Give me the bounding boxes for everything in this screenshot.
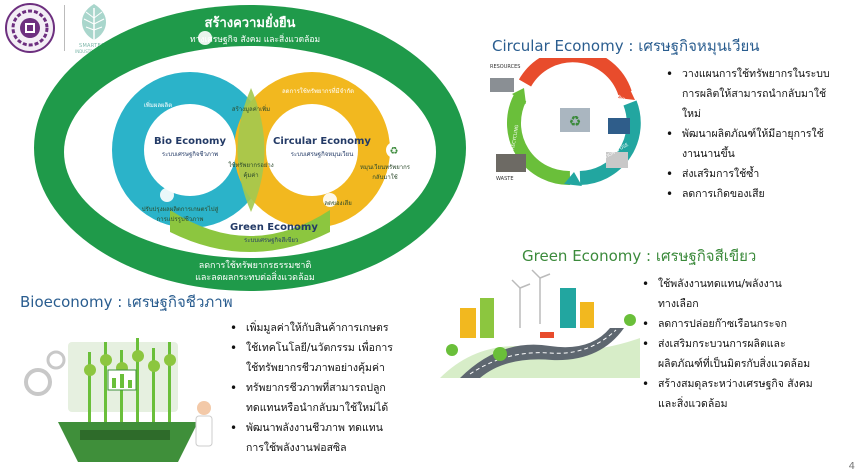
overlap-lens xyxy=(237,88,265,212)
people-icon xyxy=(198,31,212,45)
bio-bullet-1: เพิ่มมูลค่าให้กับสินค้าการเกษตร xyxy=(228,318,448,338)
diagram-title: สร้างความยั่งยืน xyxy=(204,16,296,31)
bio-center xyxy=(144,104,236,196)
sustainability-diagram: ♻ สร้างความยั่งยืน ทางเศรษฐกิจ สังคม และ… xyxy=(30,0,470,295)
label-recycling: RECYCLING xyxy=(510,124,520,151)
circular-economy-title: Circular Economy xyxy=(273,136,371,147)
green-economy-subtitle: ระบบเศรษฐกิจสีเขียว xyxy=(244,237,299,244)
leaf-icon xyxy=(81,4,107,40)
circular-bullet-1-line3: ใหม่ xyxy=(682,108,701,120)
label-waste: WASTE xyxy=(496,176,513,182)
green-bullet-4-line2: และสิ่งแวดล้อม xyxy=(658,398,728,410)
green-economy-arc xyxy=(170,210,330,252)
waste-icon xyxy=(323,193,337,207)
bio-section-title: Bioeconomy : เศรษฐกิจชีวภาพ xyxy=(20,293,233,311)
circular-bullet-3: ส่งเสริมการใช้ซ้ำ xyxy=(664,164,859,184)
green-bullet-2: ลดการปล่อยก๊าซเรือนกระจก xyxy=(640,314,850,334)
circular-bullet-2: พัฒนาผลิตภัณฑ์ให้มีอายุการใช้ xyxy=(664,124,859,144)
diagram-bottom-line1: ลดการใช้ทรัพยากรธรรมชาติ xyxy=(198,261,312,271)
green-economy-title: Green Economy xyxy=(230,222,318,233)
page-number: 4 xyxy=(848,461,855,472)
green-bullet-4: สร้างสมดุลระหว่างเศรษฐกิจ สังคม xyxy=(640,374,850,394)
circular-center xyxy=(266,104,358,196)
circular-bullets: วางแผนการใช้ทรัพยากรในระบบ การผลิตให้สาม… xyxy=(664,64,859,204)
bio-bullet-4-line2: การใช้พลังงานฟอสซิล xyxy=(246,442,347,454)
circular-bullet-1: วางแผนการใช้ทรัพยากรในระบบ xyxy=(664,64,859,84)
circular-section-title: Circular Economy : เศรษฐกิจหมุนเวียน xyxy=(492,37,760,55)
label-add-value: สร้างมูลค่าเพิ่ม xyxy=(231,106,271,113)
bio-economy-title: Bio Economy xyxy=(154,136,226,147)
bio-bullet-4: พัฒนาพลังงานชีวภาพ ทดแทน xyxy=(228,418,448,438)
bio-bullet-2: ใช้เทคโนโลยี/นวัตกรรม เพื่อการ xyxy=(228,338,448,358)
bio-bullets: เพิ่มมูลค่าให้กับสินค้าการเกษตร ใช้เทคโน… xyxy=(228,318,448,458)
green-bullet-1-line2: ทางเลือก xyxy=(658,298,699,310)
circular-economy-image: ♻ RESOURCES MANUFACTURING RECYCLING CONS… xyxy=(490,58,641,186)
bio-bullet-3: ทรัพยากรชีวภาพที่สามารถปลูก xyxy=(228,378,448,398)
green-economy-image xyxy=(440,269,640,378)
diagram-graphic: ♻ xyxy=(34,5,466,291)
diagram-subtitle: ทางเศรษฐกิจ สังคม และสิ่งแวดล้อม xyxy=(189,35,321,45)
label-increase-output: เพิ่มผลผลิต xyxy=(143,102,173,109)
organization-seal-logo xyxy=(5,3,55,53)
smarteco-name: SMARTECO xyxy=(78,43,110,49)
circular-bullet-1-line2: การผลิตให้สามารถนำกลับมาใช้ xyxy=(682,88,827,100)
label-reduce-limited: ลดการใช้ทรัพยากรที่มีจำกัด xyxy=(282,88,354,95)
bio-economy-subtitle: ระบบเศรษฐกิจชีวภาพ xyxy=(161,151,219,158)
green-bullet-3: ส่งเสริมกระบวนการผลิตและ xyxy=(640,334,850,354)
label-improve-agri: ปรับปรุงผลผลิตการเกษตรไปสู่การแปรรูปชีวภ… xyxy=(141,206,219,223)
circular-economy-subtitle: ระบบเศรษฐกิจหมุนเวียน xyxy=(290,151,354,158)
diagram-bottom-line2: และลดผลกระทบต่อสิ่งแวดล้อม xyxy=(195,273,315,283)
logo-divider xyxy=(64,5,65,51)
circular-bullet-4: ลดการเกิดของเสีย xyxy=(664,184,859,204)
green-bullet-1: ใช้พลังงานทดแทน/พลังงาน xyxy=(640,274,850,294)
green-bullet-3-line2: ผลิตภัณฑ์ที่เป็นมิตรกับสิ่งแวดล้อม xyxy=(658,358,811,370)
circular-bullet-2-line2: งานนานขึ้น xyxy=(682,148,735,160)
label-circulate: หมุนเวียนทรัพยากรกลับมาใช้ xyxy=(360,164,410,181)
svg-text:♻: ♻ xyxy=(569,114,582,130)
bioeconomy-image xyxy=(24,338,213,462)
label-reduce-waste: ลดของเสีย xyxy=(324,200,352,207)
label-use-resources: ใช้ทรัพยากรอย่างคุ้มค่า xyxy=(228,162,274,179)
plant-icon xyxy=(160,188,174,202)
green-section-title: Green Economy : เศรษฐกิจสีเขียว xyxy=(522,247,757,265)
green-bullets: ใช้พลังงานทดแทน/พลังงาน ทางเลือก ลดการปล… xyxy=(640,274,850,414)
recycle-icon xyxy=(386,142,402,158)
bio-bullet-2-line2: ใช้ทรัพยากรชีวภาพอย่างคุ้มค่า xyxy=(246,362,385,374)
label-resources: RESOURCES xyxy=(490,64,520,70)
recycle-glyph: ♻ xyxy=(390,146,399,157)
bio-bullet-3-line2: ทดแทนหรือนำกลับมาใช้ใหม่ได้ xyxy=(246,402,389,414)
